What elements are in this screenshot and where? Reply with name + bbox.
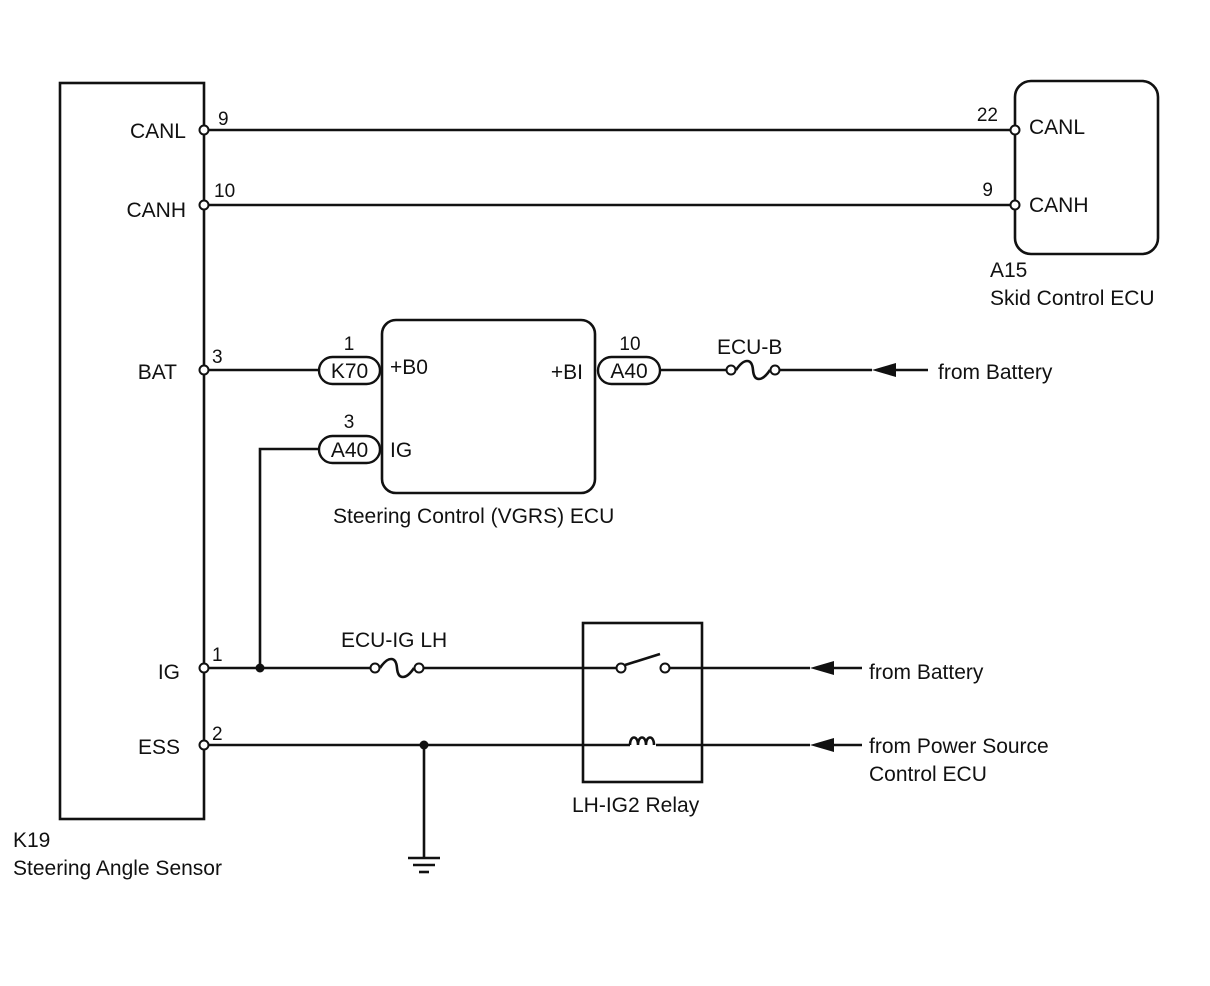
fuse-label-ecu-b: ECU-B (717, 336, 782, 359)
sensor-pin-number-ess: 2 (212, 724, 223, 745)
sensor-canl-terminal (198, 124, 210, 136)
skid-ecu-code: A15 (990, 259, 1027, 282)
sensor-ig-terminal (198, 662, 210, 674)
source-label-power-source-line1: from Power Source (869, 735, 1049, 758)
sensor-ess-terminal (198, 739, 210, 751)
sensor-pin-label-canl: CANL (130, 120, 186, 143)
skid-pin-number-canh: 9 (982, 180, 993, 201)
source-label-battery-1: from Battery (938, 361, 1053, 384)
arrow-icon-battery-2 (810, 661, 834, 675)
vgrs-pin-label-bi: +BI (551, 361, 583, 384)
skid-ecu-name: Skid Control ECU (990, 287, 1155, 310)
connector-k70-label: K70 (331, 360, 368, 383)
sensor-bat-terminal (198, 364, 210, 376)
ess-junction-dot (419, 740, 429, 750)
ground-icon (408, 856, 440, 874)
relay-switch-icon (615, 652, 671, 674)
sensor-canh-terminal (198, 199, 210, 211)
skid-pin-label-canl: CANL (1029, 116, 1085, 139)
sensor-pin-label-canh: CANH (126, 199, 186, 222)
vgrs-pin-label-b0: +B0 (390, 356, 428, 379)
skid-control-ecu-box (1013, 79, 1160, 256)
connector-a40-bi (596, 355, 662, 386)
skid-canl-terminal (1009, 124, 1021, 136)
relay-name: LH-IG2 Relay (572, 794, 700, 817)
vgrs-ecu-name: Steering Control (VGRS) ECU (333, 505, 614, 528)
vgrs-pin-number-bi: 10 (619, 334, 640, 355)
vgrs-ig-wire (258, 447, 319, 668)
vgrs-pin-number-b0: 1 (344, 334, 355, 355)
skid-pin-number-canl: 22 (977, 105, 998, 126)
connector-a40-bi-label: A40 (610, 360, 647, 383)
source-label-battery-2: from Battery (869, 661, 984, 684)
sensor-pin-label-ig: IG (158, 661, 180, 684)
connector-k70 (317, 355, 382, 386)
skid-pin-label-canh: CANH (1029, 194, 1089, 217)
sensor-pin-label-bat: BAT (138, 361, 177, 384)
connector-a40-ig (317, 434, 382, 465)
sensor-name: Steering Angle Sensor (13, 857, 222, 880)
connector-a40-ig-label: A40 (331, 439, 368, 462)
source-label-power-source-line2: Control ECU (869, 763, 987, 786)
fuse-label-ecu-ig-lh: ECU-IG LH (341, 629, 447, 652)
arrow-icon-battery-1 (872, 363, 896, 377)
sensor-pin-number-ig: 1 (212, 645, 223, 666)
ecu-b-fuse-icon (725, 359, 781, 381)
lh-ig2-relay-box (581, 621, 704, 784)
sensor-pin-number-bat: 3 (212, 347, 223, 368)
vgrs-pin-number-ig: 3 (344, 412, 355, 433)
ig-junction-dot (255, 663, 265, 673)
sensor-pin-label-ess: ESS (138, 736, 180, 759)
relay-coil-icon (628, 736, 656, 746)
vgrs-ecu-box (380, 318, 597, 495)
arrow-icon-power-source (810, 738, 834, 752)
ecu-ig-lh-fuse-icon (369, 657, 425, 679)
vgrs-pin-label-ig: IG (390, 439, 412, 462)
skid-canh-terminal (1009, 199, 1021, 211)
sensor-pin-number-canl: 9 (218, 109, 229, 130)
sensor-pin-number-canh: 10 (214, 181, 235, 202)
sensor-code: K19 (13, 829, 50, 852)
steering-angle-sensor-box (58, 81, 206, 821)
